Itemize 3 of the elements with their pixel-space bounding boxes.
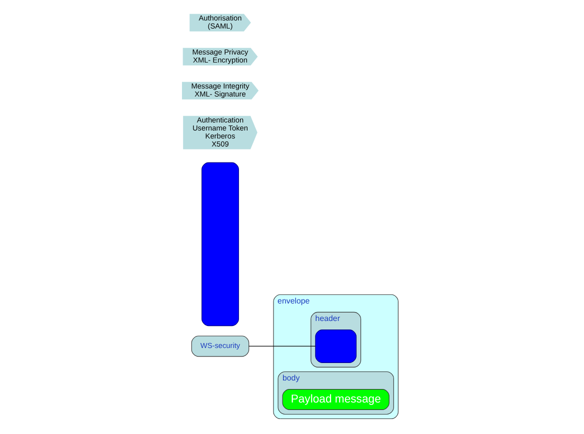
node-bar (201, 162, 238, 326)
node-box: Payload message (282, 389, 389, 410)
node-box (314, 330, 356, 363)
